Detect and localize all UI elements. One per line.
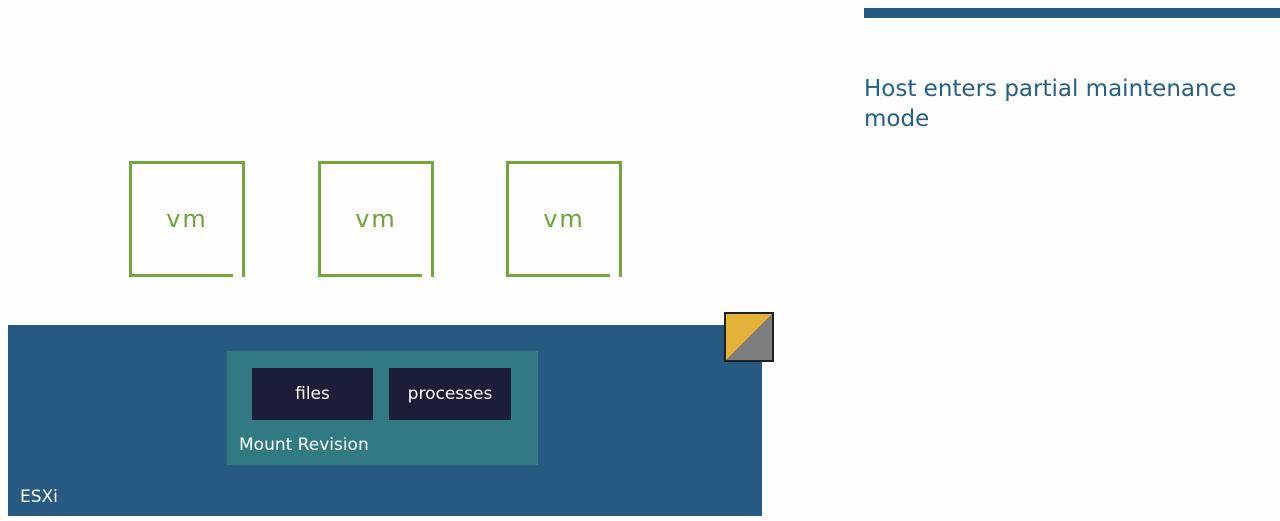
- mount-revision-label: Mount Revision: [239, 435, 369, 455]
- mount-revision-panel: files processes Mount Revision: [227, 351, 538, 465]
- files-label: files: [295, 384, 330, 404]
- vm-box-1: vm: [129, 161, 245, 277]
- files-chip: files: [252, 368, 373, 420]
- vm-label: vm: [543, 204, 585, 233]
- vm-box-3: vm: [506, 161, 622, 277]
- maintenance-status-icon: [724, 312, 774, 362]
- processes-label: processes: [407, 384, 493, 404]
- caption-text: Host enters partial maintenance mode: [864, 76, 1237, 132]
- esxi-host: files processes Mount Revision ESXi: [8, 325, 762, 516]
- caption-accent-bar: [864, 8, 1280, 18]
- processes-chip: processes: [389, 368, 511, 420]
- vm-label: vm: [166, 204, 208, 233]
- vm-label: vm: [355, 204, 397, 233]
- esxi-label: ESXi: [20, 487, 58, 507]
- vm-box-2: vm: [318, 161, 434, 277]
